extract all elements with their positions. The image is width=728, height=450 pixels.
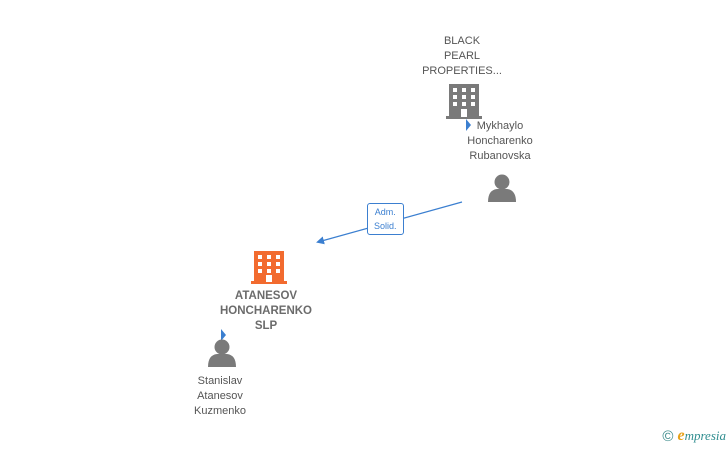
node-label-line: HONCHARENKO [220, 305, 312, 317]
edge-label-line: Adm. [374, 207, 396, 217]
node-label-line: Stanislav [197, 375, 243, 387]
building-icon[interactable] [446, 84, 482, 119]
node-label-line: BLACK [443, 35, 481, 47]
node-label-line: ATANESOV [234, 290, 298, 302]
copyright-icon: © [662, 427, 674, 445]
node-label-black-pearl[interactable]: BLACK PEARL PROPERTIES... [412, 34, 512, 79]
brand-logo-rest: mpresia [684, 428, 726, 443]
node-label-line: Kuzmenko [194, 405, 246, 417]
person-icon[interactable] [488, 174, 516, 203]
brand-logo-initial: e [677, 427, 685, 444]
edge-label-line: Solid. [374, 221, 397, 231]
node-label-line: Honcharenko [467, 135, 533, 147]
pointer-marker-mykhaylo [466, 119, 471, 131]
node-label-line: Mykhaylo [476, 120, 524, 132]
pointer-marker-stanislav [221, 329, 226, 341]
node-label-line: Atanesov [197, 390, 243, 402]
footer-brand: © empresia [662, 427, 726, 445]
node-label-stanislav[interactable]: Stanislav Atanesov Kuzmenko [170, 374, 270, 419]
node-label-line: Rubanovska [469, 150, 531, 162]
node-label-atanesov-slp[interactable]: ATANESOV HONCHARENKO SLP [206, 289, 326, 334]
edge-label-adm-solid[interactable]: Adm. Solid. [367, 203, 404, 235]
node-label-line: PROPERTIES... [422, 65, 502, 77]
node-label-line: PEARL [443, 50, 481, 62]
node-label-mykhaylo[interactable]: Mykhaylo Honcharenko Rubanovska [450, 119, 550, 164]
node-label-line: SLP [254, 320, 278, 332]
building-icon-main[interactable] [251, 251, 287, 284]
person-icon[interactable] [208, 339, 236, 368]
brand-logo[interactable]: empresia [677, 427, 726, 445]
